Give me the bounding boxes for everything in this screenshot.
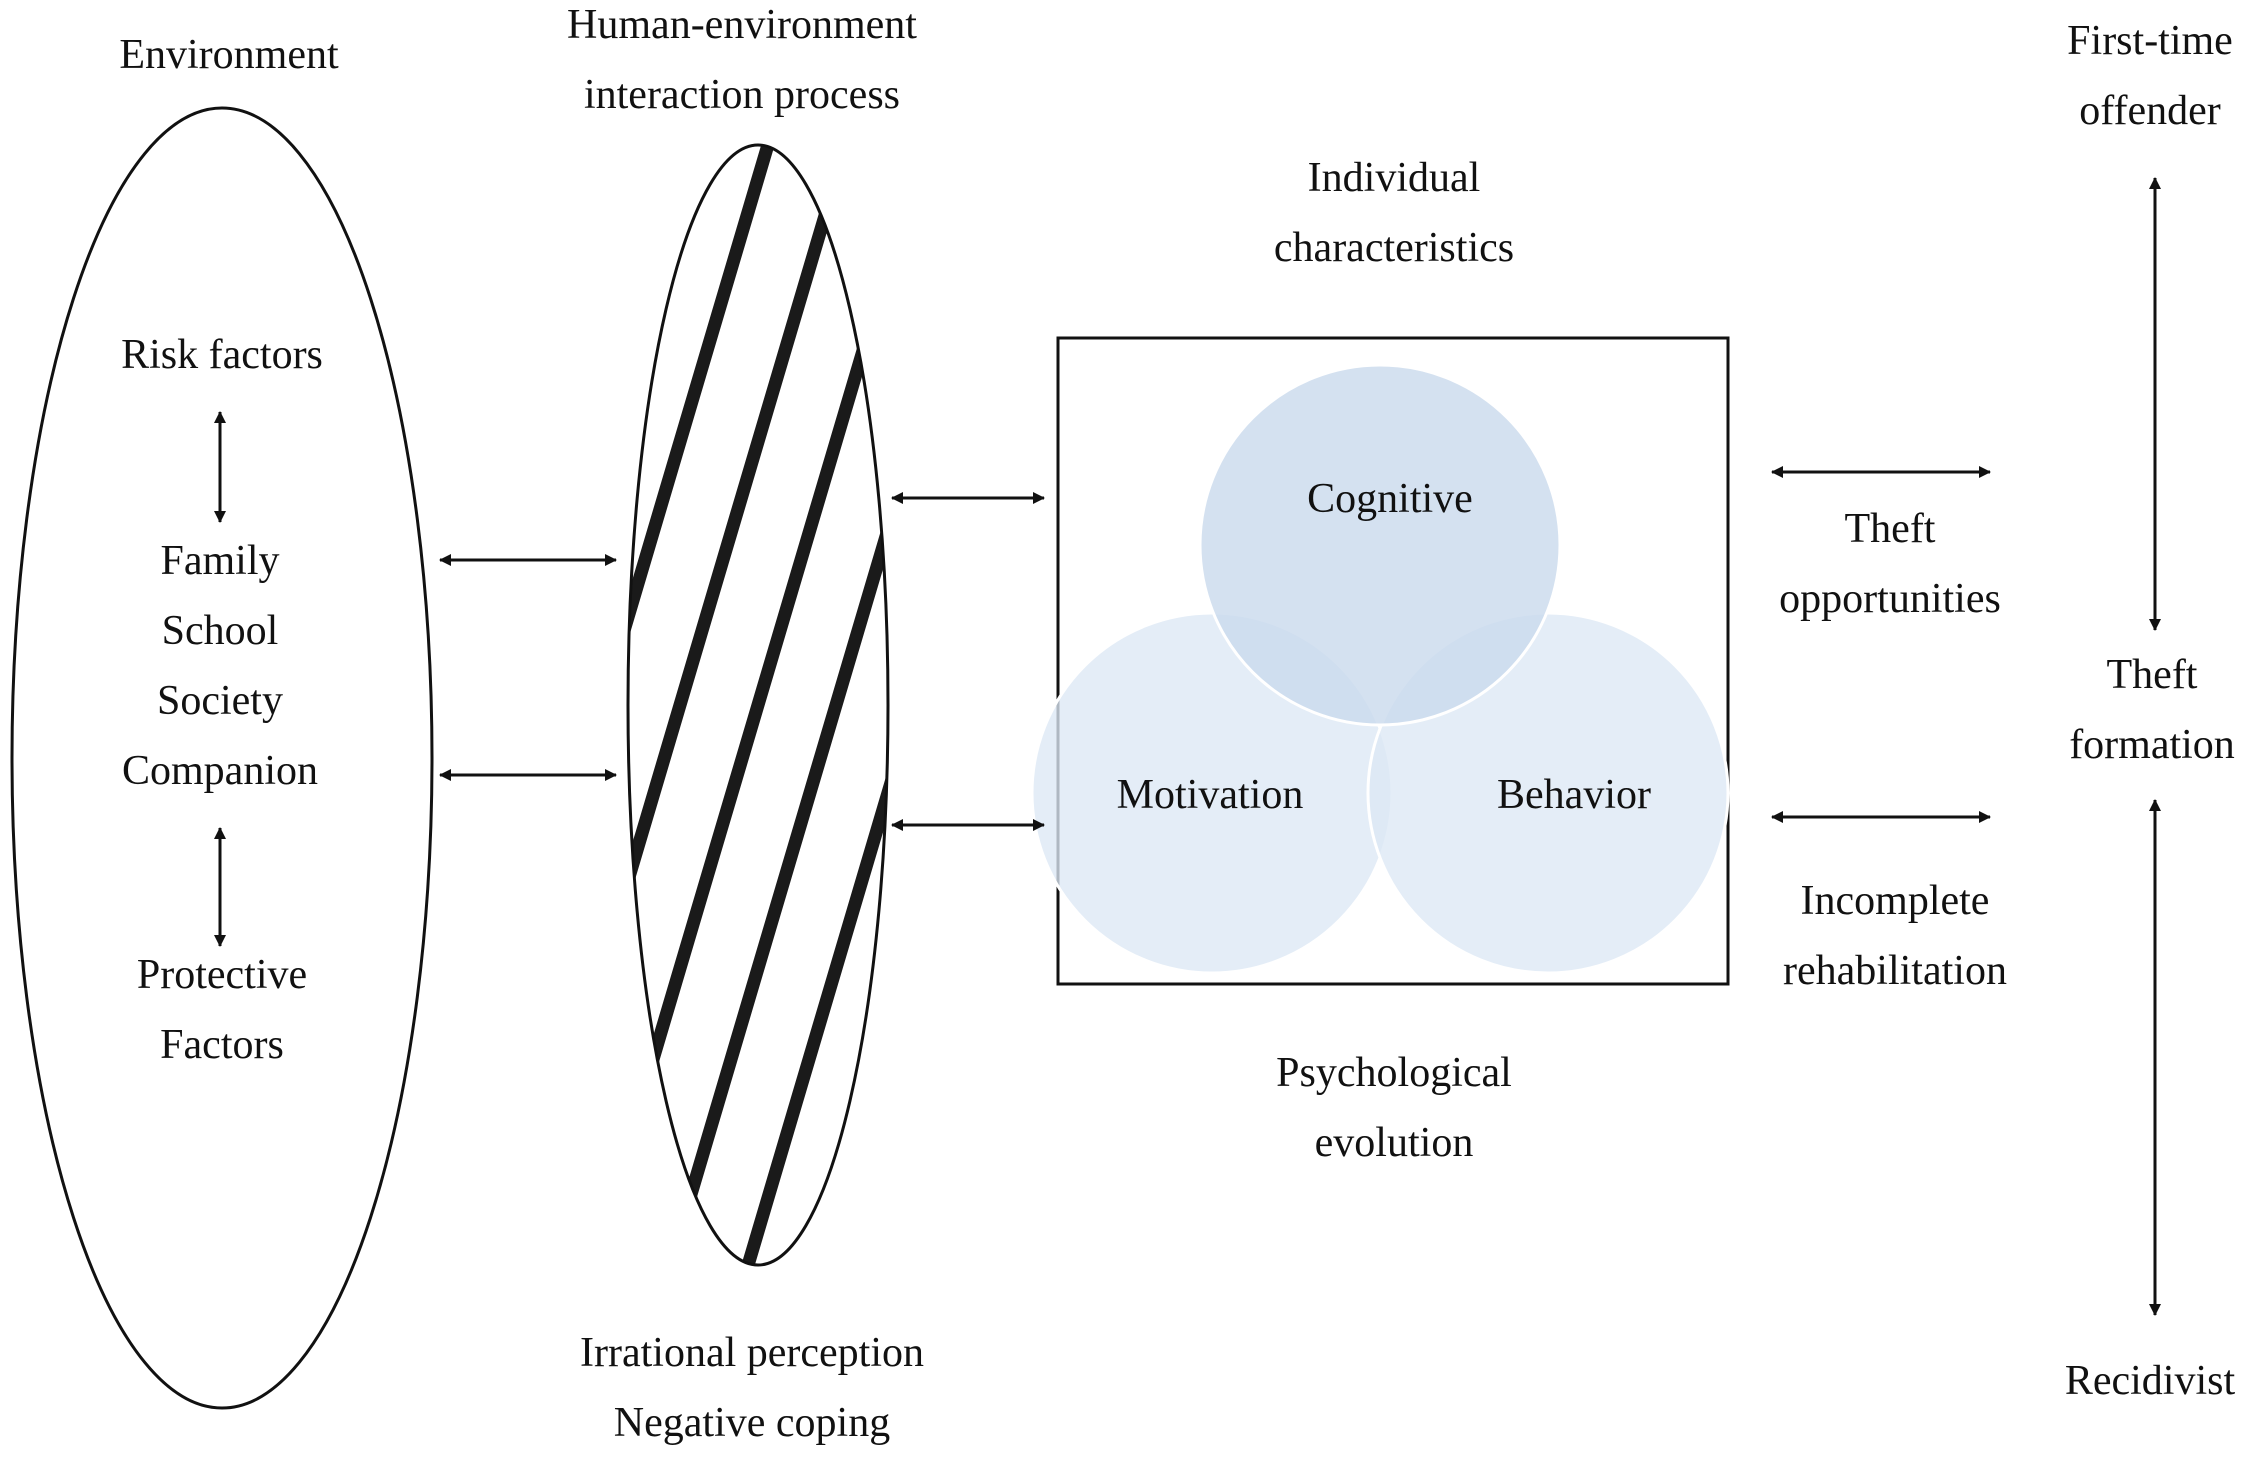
psychological-evolution-label: Psychological evolution	[1276, 1050, 1512, 1166]
environment-ellipse	[10, 106, 434, 1410]
environment-item-school: School	[161, 608, 279, 654]
psychology-venn	[1030, 363, 1730, 975]
risk-factors-label: Risk factors	[121, 332, 323, 378]
cognitive-label: Cognitive	[1307, 476, 1473, 522]
environment-item-family: Family	[160, 538, 280, 584]
recidivist-label: Recidivist	[2064, 1358, 2236, 1404]
hatch-stripe	[628, 145, 888, 1265]
hatch-stripe	[628, 145, 731, 1265]
cognitive-circle	[1198, 363, 1562, 727]
environment-items: Family School Society Companion	[122, 526, 318, 806]
hatch-stripe	[628, 145, 887, 1265]
hatch-stripe	[628, 145, 809, 1265]
protective-factors-label: Protective Factors	[136, 952, 308, 1068]
hatch-stripe	[707, 145, 888, 1265]
theft-formation-label: Theft formation	[2069, 652, 2235, 768]
environment-item-society: Society	[157, 678, 283, 724]
theft-opportunities-label: Theft opportunities	[1779, 506, 2001, 622]
hatch-stripe	[629, 145, 888, 1265]
interaction-title: Human-environment interaction process	[567, 2, 917, 118]
motivation-label: Motivation	[1116, 772, 1304, 818]
first-time-offender-label: First-time offender	[2067, 18, 2233, 134]
environment-item-companion: Companion	[122, 748, 318, 794]
interaction-bottom-label: Irrational perception Negative coping	[580, 1330, 924, 1446]
behavior-label: Behavior	[1497, 772, 1651, 818]
environment-title: Environment	[119, 32, 339, 78]
individual-characteristics-title: Individual characteristics	[1273, 155, 1515, 271]
incomplete-rehabilitation-label: Incomplete rehabilitation	[1783, 878, 2007, 994]
